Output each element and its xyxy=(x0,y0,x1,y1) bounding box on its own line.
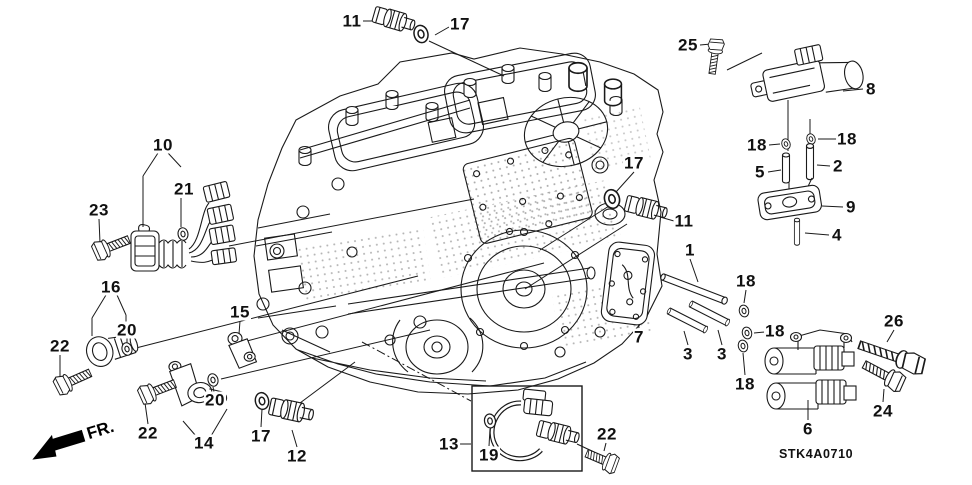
part-6-solenoid-pack-drawing xyxy=(764,329,857,410)
leader-line xyxy=(615,171,635,193)
part-21-clamp-ring-drawing xyxy=(176,226,190,242)
leader-line xyxy=(717,329,723,346)
leader-line xyxy=(726,52,763,71)
leader-line xyxy=(116,294,127,316)
leader-line xyxy=(142,152,159,177)
part-17-grommet-drawing xyxy=(411,23,431,45)
leader-line xyxy=(742,352,746,376)
diagram-part-code: STK4A0710 xyxy=(779,447,854,461)
part-5-pipe-drawing xyxy=(781,152,791,184)
leader-line xyxy=(886,329,895,343)
part-15-bracket-drawing xyxy=(227,331,258,369)
part-8-solenoid-drawing xyxy=(750,44,864,102)
part-18-oring-drawing xyxy=(736,338,750,354)
part-3-rod-drawing xyxy=(665,306,710,335)
leader-line xyxy=(743,289,747,304)
leader-line xyxy=(768,143,781,146)
part-25-bolt-drawing xyxy=(703,37,726,76)
leader-line xyxy=(753,331,766,334)
part-18-oring-drawing xyxy=(779,137,793,151)
fr-label: FR. xyxy=(84,417,116,443)
leader-line xyxy=(299,361,356,404)
leader-line xyxy=(524,223,628,290)
leader-line xyxy=(220,329,431,380)
leader-line xyxy=(238,320,241,335)
part-22-bolt-drawing xyxy=(51,363,95,398)
part-9-plate-drawing xyxy=(757,184,823,221)
leader-line xyxy=(689,258,699,283)
leader-line xyxy=(683,330,689,346)
leader-line xyxy=(246,262,545,342)
leader-line xyxy=(260,408,263,428)
leader-line xyxy=(821,205,844,208)
leader-line xyxy=(291,429,298,448)
part-7-separator-plate-drawing xyxy=(600,241,656,326)
leader-line xyxy=(804,232,830,236)
leader-line xyxy=(434,26,450,36)
part-13-harness-box xyxy=(471,385,583,472)
leader-line xyxy=(167,152,182,168)
fr-direction-arrow: FR. xyxy=(32,417,116,460)
leader-line xyxy=(603,442,607,452)
leader-line xyxy=(98,218,101,244)
fr-arrow-body xyxy=(49,429,86,452)
leader-line xyxy=(182,420,197,437)
part-1-rod-drawing xyxy=(659,272,729,306)
leader-line xyxy=(539,205,610,251)
part-23-bolt-drawing xyxy=(89,229,134,263)
part-2-pipe-drawing xyxy=(805,142,815,181)
detached-parts xyxy=(51,4,929,476)
part-14-sensor-drawing xyxy=(168,360,228,407)
leader-line xyxy=(816,164,831,167)
leader-line xyxy=(91,294,107,319)
leader-line xyxy=(210,408,228,437)
leader-line xyxy=(767,169,782,173)
leader-line xyxy=(842,88,864,92)
leader-line xyxy=(135,275,419,349)
part-17-grommet-drawing xyxy=(253,390,271,412)
part-18-oring-drawing xyxy=(740,325,754,341)
part-11-sensor-drawing xyxy=(370,4,418,35)
part-12-sensor-drawing xyxy=(267,396,316,425)
leader-line xyxy=(882,388,885,403)
part-10-harness-connector-drawing xyxy=(130,181,238,272)
leader-line xyxy=(144,402,149,425)
part-18-oring-drawing xyxy=(737,303,751,319)
leader-line xyxy=(228,198,475,247)
part-22-bolt-drawing xyxy=(582,443,622,476)
leader-line-dashdot xyxy=(361,341,472,402)
leader-line xyxy=(428,40,505,77)
transmission-case-drawing xyxy=(253,47,664,395)
part-4-pin-drawing xyxy=(793,217,801,246)
